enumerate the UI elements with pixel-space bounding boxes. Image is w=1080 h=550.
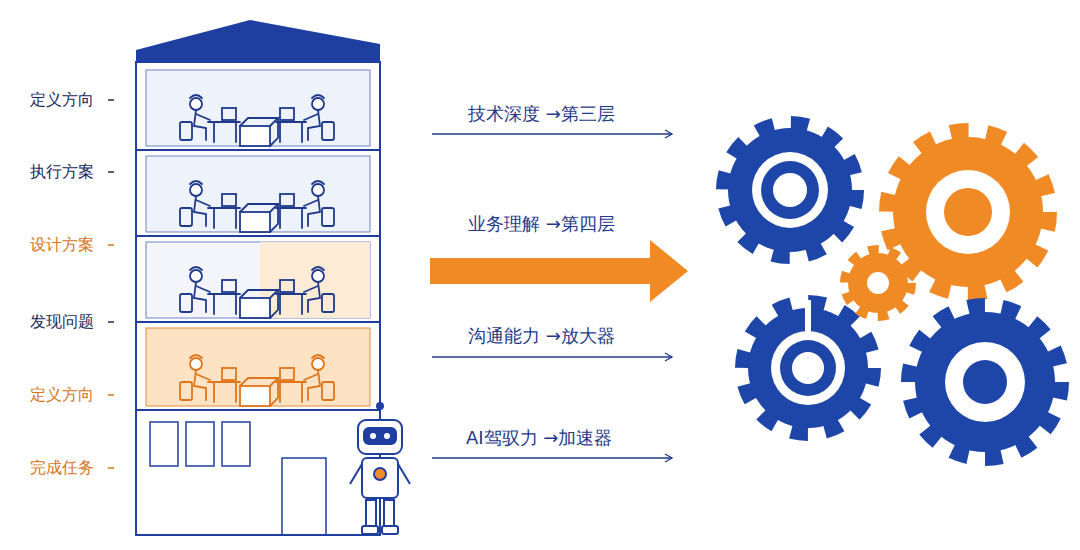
gear [845,250,911,316]
arrow-label: 业务理解 →第四层 [468,214,615,234]
side-label: 定义方向 [30,385,94,405]
robot [350,403,410,534]
side-label: 完成任务 [30,458,94,478]
building [136,20,380,535]
side-label: 执行方案 [30,162,94,182]
gear [910,307,1060,457]
gear [743,300,873,433]
side-label: 定义方向 [30,90,94,110]
arrow-label: AI驾驭力 →加速器 [466,428,612,448]
arrow-label: 技术深度 →第三层 [468,104,615,124]
arrows [432,134,672,458]
big-arrow [430,240,688,302]
gear [724,124,856,256]
side-label: 设计方案 [30,235,94,255]
arrow-label: 沟通能力 →放大器 [468,326,615,346]
side-label: 发现问题 [30,312,94,332]
tick-marks [108,100,114,468]
